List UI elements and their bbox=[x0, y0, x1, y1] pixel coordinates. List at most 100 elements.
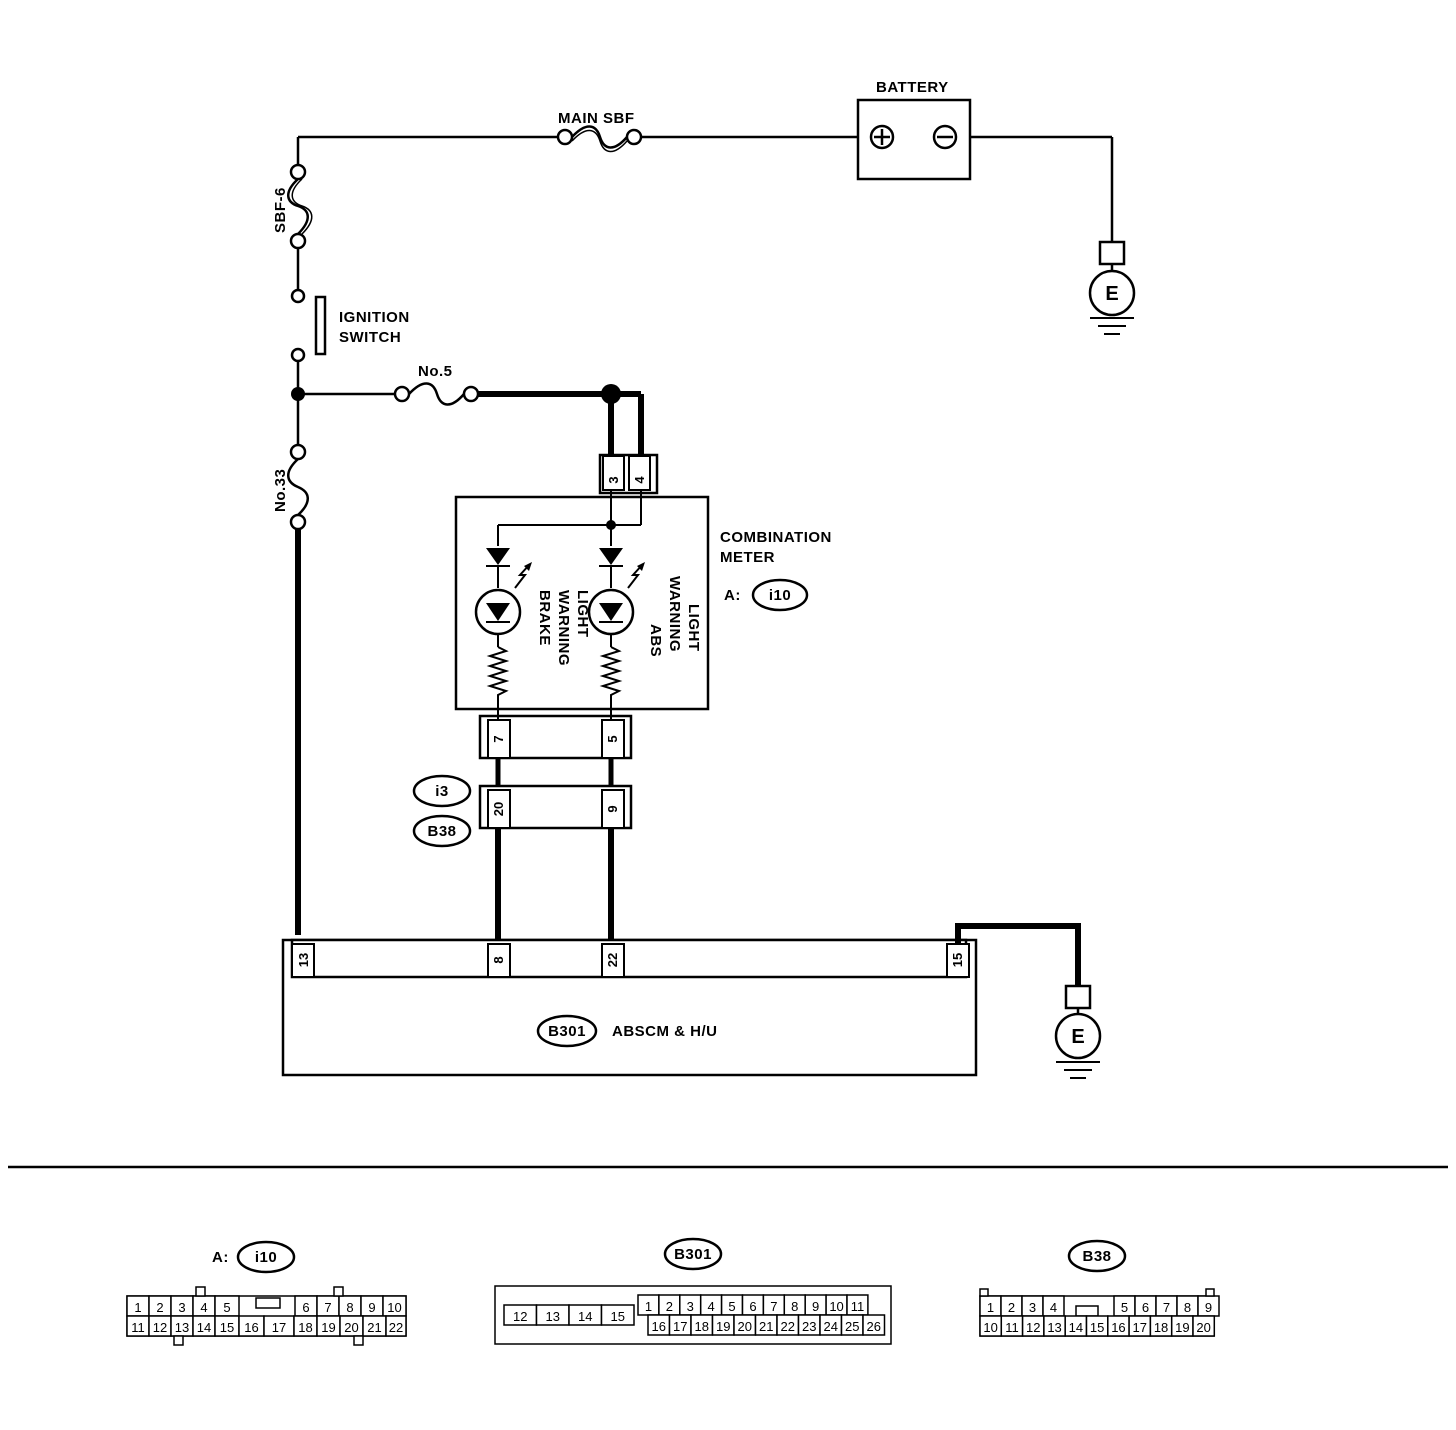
b38-pin-11: 11 bbox=[1005, 1320, 1019, 1335]
i10-pin-12: 12 bbox=[153, 1320, 167, 1335]
b301-pin-6: 6 bbox=[749, 1299, 756, 1314]
pin-abs-22: 22 bbox=[605, 953, 620, 967]
i10-pin-13: 13 bbox=[175, 1320, 189, 1335]
pin-i3-9: 9 bbox=[605, 805, 620, 812]
sbf6-fuse bbox=[287, 163, 313, 250]
meter-top-connector bbox=[598, 453, 659, 495]
ground-top bbox=[1088, 240, 1136, 335]
i10-title: i10 bbox=[255, 1249, 277, 1266]
combination-label-line1: COMBINATION bbox=[720, 529, 832, 546]
meter-connector-oval bbox=[751, 578, 809, 612]
pin-abs-13: 13 bbox=[296, 953, 311, 967]
b38-pin-2: 2 bbox=[1008, 1300, 1015, 1315]
b301-label: B301 bbox=[548, 1023, 586, 1040]
b301-pin-4: 4 bbox=[708, 1299, 715, 1314]
pin-meter-4: 4 bbox=[632, 476, 647, 484]
abscm-unit bbox=[281, 938, 978, 1077]
i3-b38-connector bbox=[478, 784, 633, 830]
b38-latch bbox=[979, 1288, 989, 1297]
meter-connector-id: i10 bbox=[769, 587, 791, 604]
b301-pin-23: 23 bbox=[802, 1319, 816, 1334]
b301-pin-15: 15 bbox=[611, 1309, 625, 1324]
meter-bottom-connector bbox=[478, 709, 633, 760]
i10-pin-15: 15 bbox=[220, 1320, 234, 1335]
i10-pin-14: 14 bbox=[197, 1320, 211, 1335]
ground-bottom bbox=[1054, 984, 1102, 1079]
i10-pin-21: 21 bbox=[367, 1320, 381, 1335]
pin-meter-3: 3 bbox=[606, 476, 621, 483]
pin-i3-20: 20 bbox=[491, 802, 506, 816]
b301-pin-8: 8 bbox=[791, 1299, 798, 1314]
b301-pin-15-cell bbox=[600, 1304, 635, 1326]
b301-pin-25: 25 bbox=[845, 1319, 859, 1334]
no33-label: No.33 bbox=[272, 469, 289, 512]
b38-pin-8: 8 bbox=[1184, 1300, 1191, 1315]
i10-pin-11: 11 bbox=[131, 1320, 145, 1335]
ground-top-label: E bbox=[1105, 283, 1118, 305]
ground-bottom-label: E bbox=[1071, 1026, 1084, 1048]
i10-pin-17: 17 bbox=[272, 1320, 286, 1335]
b38-pin-7: 7 bbox=[1163, 1300, 1170, 1315]
b301-pin-1: 1 bbox=[645, 1299, 652, 1314]
i10-latch bbox=[353, 1335, 364, 1346]
b301-pin-9: 9 bbox=[812, 1299, 819, 1314]
b38-pin-12: 12 bbox=[1026, 1320, 1040, 1335]
b38-label: B38 bbox=[427, 823, 456, 840]
b38-pin-4: 4 bbox=[1050, 1300, 1057, 1315]
brake-label-line2: WARNING bbox=[555, 590, 572, 666]
i3-oval bbox=[412, 774, 472, 808]
i10-latch bbox=[173, 1335, 184, 1346]
b301-pin-14: 14 bbox=[578, 1309, 592, 1324]
main-sbf-fuse bbox=[556, 125, 643, 153]
i10-pin-6: 6 bbox=[302, 1300, 309, 1315]
battery-ground-wire bbox=[970, 135, 1114, 242]
b301-pin-2: 2 bbox=[666, 1299, 673, 1314]
b301-pin-11: 11 bbox=[851, 1299, 865, 1314]
b38-pin-20: 20 bbox=[1196, 1320, 1210, 1335]
b38-latch bbox=[1205, 1288, 1215, 1297]
i10-latch bbox=[195, 1286, 206, 1297]
b301-pin-10: 10 bbox=[829, 1299, 843, 1314]
no5-fuse bbox=[393, 382, 480, 406]
b38-pin-5: 5 bbox=[1121, 1300, 1128, 1315]
pin-abs-8: 8 bbox=[491, 956, 506, 963]
b301-pin-24: 24 bbox=[824, 1319, 838, 1334]
b301-pin-22: 22 bbox=[781, 1319, 795, 1334]
pin-abs-15: 15 bbox=[950, 953, 965, 967]
i10-key bbox=[255, 1297, 281, 1309]
no5-label: No.5 bbox=[418, 363, 453, 380]
i10-pin-19: 19 bbox=[321, 1320, 335, 1335]
b38-pin-18: 18 bbox=[1154, 1320, 1168, 1335]
i10-pin-5: 5 bbox=[223, 1300, 230, 1315]
wires-meter-to-i3 bbox=[495, 758, 614, 786]
i10-pin-7: 7 bbox=[324, 1300, 331, 1315]
b38-pin-19: 19 bbox=[1175, 1320, 1189, 1335]
b301-pin-21: 21 bbox=[759, 1319, 773, 1334]
i10-pin-22: 22 bbox=[389, 1320, 403, 1335]
meter-internal-wiring bbox=[497, 490, 642, 546]
wires-i3-to-abs bbox=[495, 828, 614, 940]
pin-meter-7: 7 bbox=[491, 735, 506, 742]
ignition-label-line2: SWITCH bbox=[339, 329, 401, 346]
battery-label: BATTERY bbox=[876, 79, 949, 96]
b38-pin-9: 9 bbox=[1205, 1300, 1212, 1315]
b301-oval bbox=[663, 1237, 723, 1271]
b38-pin-14: 14 bbox=[1069, 1320, 1083, 1335]
b301-pin-5: 5 bbox=[728, 1299, 735, 1314]
ignition-switch bbox=[290, 288, 327, 363]
i10-pin-8: 8 bbox=[346, 1300, 353, 1315]
b38-oval bbox=[1067, 1239, 1127, 1273]
b38-oval bbox=[412, 814, 472, 848]
pin-meter-5: 5 bbox=[605, 735, 620, 742]
i10-pin-4: 4 bbox=[200, 1300, 207, 1315]
b38-pin-16: 16 bbox=[1111, 1320, 1125, 1335]
ignition-label-line1: IGNITION bbox=[339, 309, 410, 326]
brake-label-line1: BRAKE bbox=[536, 590, 553, 646]
b38-pin-3: 3 bbox=[1029, 1300, 1036, 1315]
abs-label-line1: ABS bbox=[647, 624, 664, 657]
b301-pin-18: 18 bbox=[695, 1319, 709, 1334]
b301-title: B301 bbox=[674, 1246, 712, 1263]
b38-pin-15: 15 bbox=[1090, 1320, 1104, 1335]
